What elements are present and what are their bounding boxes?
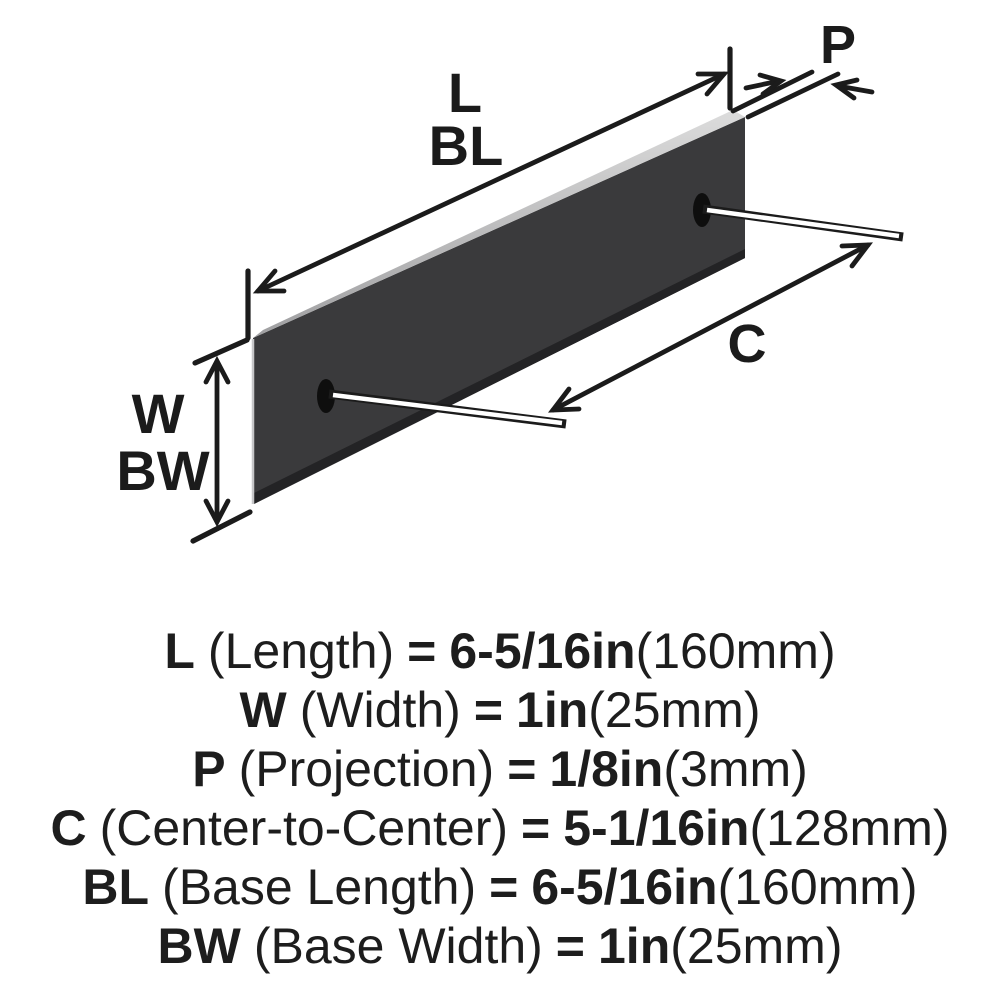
dim-projection-arrow-left-head	[830, 77, 860, 101]
spec-metric: (128mm)	[749, 800, 950, 856]
spec-equals: =	[473, 682, 504, 738]
spec-row-projection: P(Projection)=1/8in(3mm)	[0, 740, 1000, 799]
spec-row-length: L(Length)=6-5/16in(160mm)	[0, 622, 1000, 681]
dim-projection	[730, 69, 875, 120]
spec-symbol: BL	[82, 859, 150, 915]
spec-value: 1/8in	[549, 741, 664, 797]
spec-row-width: W(Width)=1in(25mm)	[0, 681, 1000, 740]
spec-name: (Width)	[299, 682, 461, 738]
dim-projection-arrow-left-shaft	[835, 83, 875, 95]
label-base-width: BW	[116, 439, 209, 502]
label-length: L	[448, 61, 482, 124]
dim-projection-arrow-right-shaft	[743, 78, 782, 91]
spec-equals: =	[521, 800, 551, 856]
dim-projection-ext-line-back	[730, 69, 815, 114]
dim-length-arrow-right	[695, 71, 730, 97]
spec-value: 6-5/16in	[531, 859, 718, 915]
screw-rod-left-core	[332, 392, 563, 426]
label-width: W	[132, 382, 185, 445]
spec-equals: =	[555, 918, 585, 974]
spec-equals: =	[407, 623, 437, 679]
spec-value: 6-5/16in	[449, 623, 636, 679]
spec-row-base-length: BL(Base Length)=6-5/16in(160mm)	[0, 858, 1000, 917]
dim-length-line	[255, 71, 727, 294]
bar-bottom-edge-shadow	[254, 249, 745, 504]
spec-metric: (3mm)	[663, 741, 808, 797]
spec-name: (Projection)	[238, 741, 495, 797]
screw-rod-right-core	[706, 207, 900, 239]
spec-value: 5-1/16in	[563, 800, 750, 856]
spec-equals: =	[489, 859, 519, 915]
label-projection: P	[820, 15, 856, 75]
dim-projection-ext-line-front	[745, 71, 841, 120]
dim-c-line	[550, 242, 871, 413]
spec-name: (Base Width)	[253, 918, 543, 974]
dim-width-arrow-top	[203, 355, 231, 385]
spec-metric: (25mm)	[670, 918, 843, 974]
edge-pull-isometric-drawing: L BL P C W BW	[116, 15, 904, 544]
spec-symbol: W	[239, 682, 287, 738]
spec-symbol: BW	[157, 918, 241, 974]
screw-rods	[328, 204, 904, 429]
spec-symbol: P	[192, 741, 226, 797]
dim-c-arrow-lower	[548, 386, 582, 413]
spec-equals: =	[507, 741, 537, 797]
spec-name: (Base Length)	[162, 859, 477, 915]
dim-width	[190, 337, 253, 544]
spec-row-center-to-center: C(Center-to-Center)=5-1/16in(128mm)	[0, 799, 1000, 858]
spec-metric: (160mm)	[635, 623, 836, 679]
spec-name: (Length)	[207, 623, 395, 679]
bar-front-face	[253, 117, 745, 504]
label-base-length: BL	[429, 114, 504, 177]
dim-c-arrow-upper	[839, 242, 873, 269]
spec-row-base-width: BW(Base Width)=1in(25mm)	[0, 917, 1000, 976]
label-center-to-center: C	[728, 314, 767, 374]
mounting-hole-left	[317, 379, 335, 413]
dimension-specs: L(Length)=6-5/16in(160mm) W(Width)=1in(2…	[0, 622, 1000, 976]
spec-symbol: L	[164, 623, 195, 679]
dim-width-tick-top	[192, 337, 250, 366]
dim-width-tick-bottom	[190, 509, 253, 544]
dim-width-arrow-bottom	[203, 498, 231, 528]
spec-value: 1in	[516, 682, 589, 738]
dim-length-arrow-left	[252, 268, 287, 294]
bar-pull-body	[251, 110, 745, 504]
spec-metric: (25mm)	[588, 682, 761, 738]
spec-metric: (160mm)	[717, 859, 918, 915]
dim-projection-arrow-right-head	[757, 72, 787, 97]
spec-symbol: C	[50, 800, 87, 856]
dim-length	[245, 46, 733, 341]
spec-value: 1in	[598, 918, 671, 974]
bar-top-surface	[253, 110, 745, 338]
mounting-hole-right	[693, 193, 711, 227]
dim-center-to-center	[548, 242, 873, 413]
spec-name: (Center-to-Center)	[99, 800, 509, 856]
